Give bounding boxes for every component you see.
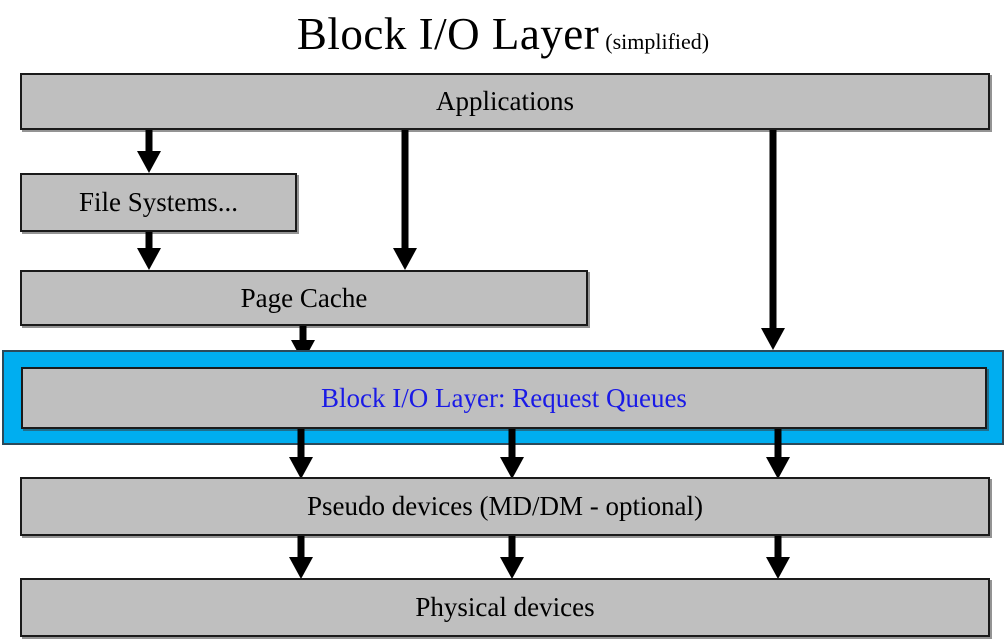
arrow-head xyxy=(289,457,313,479)
arrow-head xyxy=(766,557,790,579)
arrow-head xyxy=(393,248,417,270)
arrow-head xyxy=(137,248,161,270)
arrow-shaft xyxy=(769,130,777,328)
arrow-shaft xyxy=(297,536,305,557)
arrow-applications-to-file-systems xyxy=(137,130,161,173)
arrow-shaft xyxy=(774,429,782,457)
arrow-shaft xyxy=(145,232,153,248)
title-main-text: Block I/O Layer xyxy=(296,9,600,59)
node-block-io-layer[interactable]: Block I/O Layer: Request Queues xyxy=(21,367,987,429)
node-file-systems-label: File Systems... xyxy=(78,187,239,217)
arrow-head xyxy=(137,151,161,173)
arrow-head xyxy=(766,457,790,479)
arrow-head xyxy=(500,557,524,579)
node-applications-label: Applications xyxy=(436,86,574,116)
arrow-pseudo-devices-to-physical-devices-center xyxy=(500,536,524,579)
arrow-head xyxy=(761,328,785,350)
node-file-systems[interactable]: File Systems... xyxy=(20,173,297,232)
arrow-pseudo-devices-to-physical-devices-right xyxy=(766,536,790,579)
arrow-shaft xyxy=(299,326,307,340)
arrow-file-systems-to-page-cache xyxy=(137,232,161,270)
node-pseudo-devices[interactable]: Pseudo devices (MD/DM - optional) xyxy=(20,477,990,536)
arrow-pseudo-devices-to-physical-devices-left xyxy=(289,536,313,579)
arrow-shaft xyxy=(774,536,782,557)
arrow-shaft xyxy=(297,429,305,457)
node-block-io-layer-label: Block I/O Layer: Request Queues xyxy=(321,382,687,413)
arrow-shaft xyxy=(401,130,409,248)
arrow-shaft xyxy=(145,130,153,151)
node-pseudo-devices-label: Pseudo devices (MD/DM - optional) xyxy=(307,491,703,521)
arrow-shaft xyxy=(508,429,516,457)
title-subtitle-text: (simplified) xyxy=(605,29,710,54)
arrow-block-io-layer-to-pseudo-devices-center xyxy=(500,429,524,479)
arrow-shaft xyxy=(508,536,516,557)
arrow-applications-to-page-cache xyxy=(393,130,417,270)
node-physical-devices[interactable]: Physical devices xyxy=(20,578,990,637)
node-page-cache-label: Page Cache xyxy=(240,282,368,313)
diagram-title: Block I/O Layer(simplified) xyxy=(0,8,1006,60)
arrow-head xyxy=(500,457,524,479)
arrow-block-io-layer-to-pseudo-devices-right xyxy=(766,429,790,479)
arrow-head xyxy=(289,557,313,579)
node-physical-devices-label: Physical devices xyxy=(415,592,595,622)
arrow-block-io-layer-to-pseudo-devices-left xyxy=(289,429,313,479)
arrow-applications-to-block-io-layer xyxy=(761,130,785,350)
node-page-cache[interactable]: Page Cache xyxy=(20,270,588,326)
node-applications[interactable]: Applications xyxy=(20,73,990,130)
